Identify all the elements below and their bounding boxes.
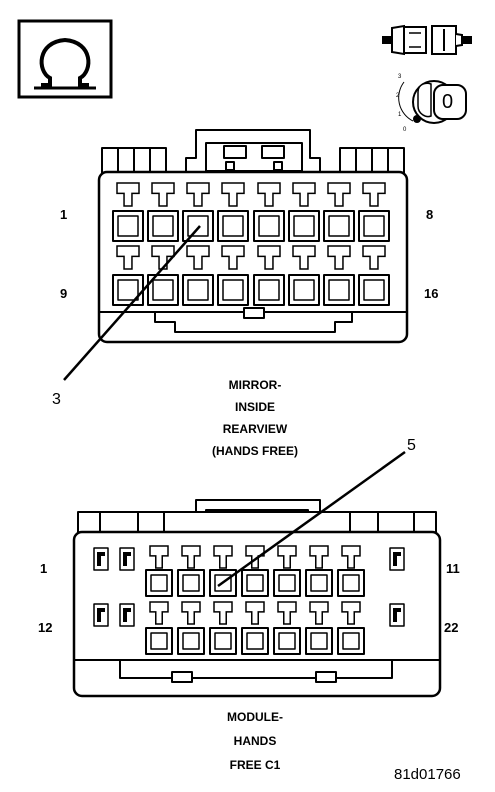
ignition-position-0: 0	[403, 127, 407, 133]
ignition-position-2: 2	[396, 93, 400, 99]
mirror-cavity-bottom	[288, 245, 320, 306]
mirror-cavity-bottom	[112, 245, 144, 306]
module-cavity-bottom	[273, 601, 301, 655]
module-cavity-bottom	[241, 601, 269, 655]
module-terminal-bottom	[389, 603, 405, 627]
mirror-cavity-top	[253, 182, 285, 242]
module-cavity-top	[241, 545, 269, 597]
module-cavity-top	[273, 545, 301, 597]
mirror-cavity-bottom	[147, 245, 179, 306]
module-cavity-bottom	[145, 601, 173, 655]
module-terminal-top	[119, 547, 135, 571]
caption-line: MODULE-	[227, 710, 283, 724]
caption-line: REARVIEW	[222, 422, 288, 436]
module-cavity-bottom	[209, 601, 237, 655]
mirror-cavity-bottom	[323, 245, 355, 306]
mirror-cavity-bottom	[253, 245, 285, 306]
module-cavity-top	[145, 545, 173, 597]
mirror-pin-label-bottom-left: 9	[60, 286, 68, 301]
mirror-connector	[97, 129, 409, 344]
mirror-cavity-top	[147, 182, 179, 242]
caption-line: INSIDE	[234, 400, 275, 414]
module-cavity-bottom	[177, 601, 205, 655]
module-cavity-top	[305, 545, 333, 597]
module-pin-label-bottom-left: 12	[38, 620, 53, 635]
mirror-cavity-bottom	[182, 245, 214, 306]
disconnected-connector-icon	[382, 24, 472, 56]
module-pin-label-bottom-right: 22	[444, 620, 459, 635]
callout-3: 3	[52, 391, 61, 408]
module-cavity-top	[209, 545, 237, 597]
module-connector-cavities	[93, 545, 405, 655]
module-pin-label-top-right: 11	[446, 561, 460, 576]
mirror-cavity-bottom	[358, 245, 390, 306]
mirror-connector-caption: MIRROR- INSIDE REARVIEW (HANDS FREE)	[180, 374, 330, 462]
mirror-pin-label-top-left: 1	[60, 207, 68, 222]
mirror-cavity-bottom	[217, 245, 249, 306]
mirror-pin-label-bottom-right: 16	[424, 286, 439, 301]
module-cavity-bottom	[305, 601, 333, 655]
module-terminal-top	[389, 547, 405, 571]
omega-symbol-icon	[17, 19, 113, 99]
module-cavity-bottom	[337, 601, 365, 655]
caption-line: MIRROR-	[228, 378, 282, 392]
mirror-cavity-top	[288, 182, 320, 242]
mirror-cavity-top	[358, 182, 390, 242]
callout-3-leader	[63, 225, 201, 381]
caption-line: (HANDS FREE)	[212, 444, 298, 458]
mirror-cavity-top	[182, 182, 214, 242]
mirror-cavity-top	[112, 182, 144, 242]
caption-line: HANDS	[233, 734, 277, 748]
module-cavity-top	[337, 545, 365, 597]
mirror-cavity-top	[217, 182, 249, 242]
ignition-key-position-label: 0	[442, 91, 454, 113]
module-pin-label-top-left: 1	[40, 561, 48, 576]
caption-line: FREE C1	[229, 758, 281, 772]
callout-5-leader	[217, 450, 406, 588]
mirror-connector-cavities	[112, 182, 390, 306]
ignition-position-1: 1	[398, 112, 402, 118]
callout-5: 5	[407, 437, 416, 454]
module-connector-caption: MODULE- HANDS FREE C1	[180, 705, 330, 777]
module-connector	[72, 499, 442, 698]
module-terminal-top	[93, 547, 109, 571]
figure-id: 81d01766	[394, 766, 461, 783]
mirror-pin-label-top-right: 8	[426, 207, 434, 222]
mirror-cavity-top	[323, 182, 355, 242]
ignition-position-3: 3	[398, 74, 402, 80]
module-terminal-bottom	[119, 603, 135, 627]
module-cavity-top	[177, 545, 205, 597]
ignition-key-icon	[398, 80, 467, 124]
module-terminal-bottom	[93, 603, 109, 627]
